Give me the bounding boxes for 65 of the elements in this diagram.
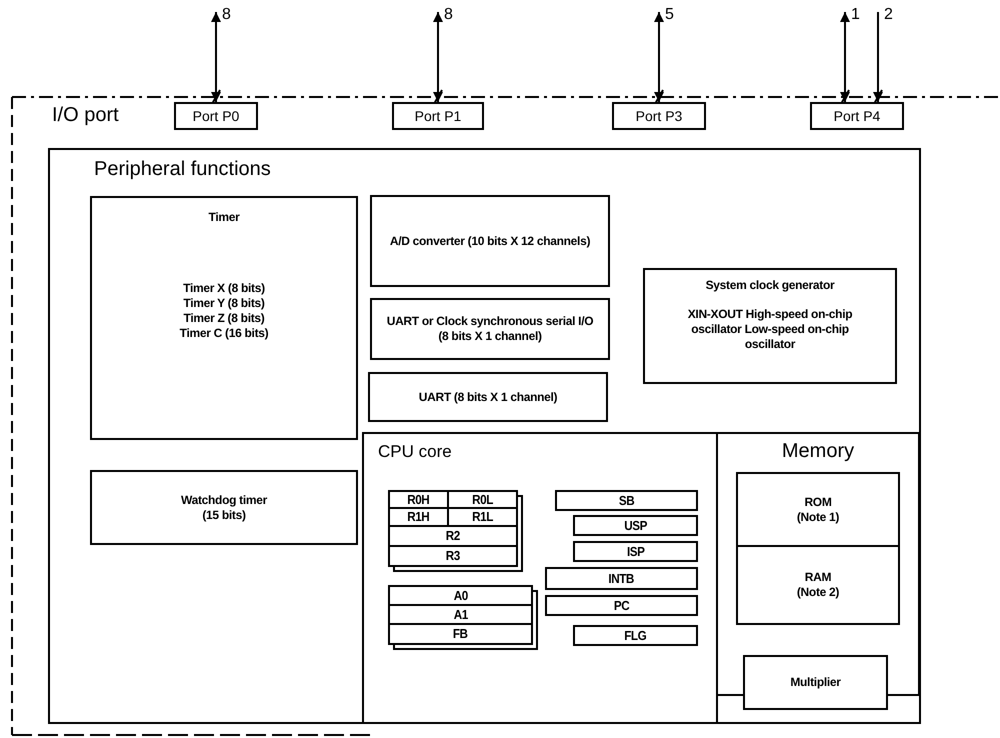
peripheral-panel (48, 148, 921, 724)
panel-title: CPU core (378, 442, 452, 462)
block-text: ROM (Note 1) (796, 494, 840, 524)
register-box (573, 625, 698, 646)
function-block (90, 470, 358, 545)
block-text: UART or Clock synchronous serial I/O (8 bits X 1 channel) (386, 314, 594, 344)
bus-arrow (433, 12, 443, 102)
register-name: R3 (446, 549, 460, 563)
register-name: PC (614, 598, 630, 612)
port-label: Port P0 (192, 108, 240, 124)
register-box (555, 490, 698, 511)
function-block (643, 268, 897, 384)
block-text: Timer X (8 bits) Timer Y (8 bits) Timer Z (8 bits) Timer C (16 bits) (178, 281, 270, 341)
register-name: R1L (472, 510, 493, 524)
port-box (392, 102, 484, 130)
memory-block (736, 472, 900, 547)
register-name: R1H (407, 510, 430, 524)
register-box (388, 604, 533, 625)
register-name: A1 (453, 608, 468, 622)
register-box (545, 567, 698, 590)
multiplier-box (743, 655, 888, 710)
block-text: XIN-XOUT High-speed on-chip oscillator Low-speed on-chip oscillator (686, 307, 854, 352)
register-box (388, 585, 533, 606)
block-text: UART (8 bits X 1 channel) (418, 390, 558, 404)
port-box (810, 102, 904, 130)
port-box (174, 102, 258, 130)
register-name: INTB (608, 572, 634, 586)
register-name: FB (453, 627, 468, 641)
register-name: R2 (446, 529, 460, 543)
block-title: Timer (208, 210, 240, 225)
cpu-core-panel (362, 432, 718, 724)
register-name: SB (618, 494, 634, 508)
panel-title: Memory (780, 440, 856, 463)
register-box (545, 595, 698, 616)
register-name: R0L (472, 492, 493, 506)
function-block (368, 372, 608, 422)
register-box (388, 525, 518, 547)
register-box (388, 545, 518, 567)
block-text: Watchdog timer (15 bits) (180, 492, 268, 522)
bus-arrow (873, 12, 883, 102)
register-name: A0 (453, 588, 468, 602)
port-box (612, 102, 706, 130)
register-box (573, 541, 698, 562)
block-title: System clock generator (706, 278, 834, 293)
bus-arrow (840, 12, 850, 102)
bus-arrow (211, 12, 221, 102)
register-name: USP (624, 518, 647, 532)
panel-title: Peripheral functions (94, 158, 271, 181)
function-block (370, 195, 610, 287)
register-box (573, 515, 698, 536)
block-text: Multiplier (789, 675, 842, 690)
row-label: I/O port (52, 104, 119, 127)
register-name: FLG (624, 628, 647, 642)
port-label: Port P1 (414, 108, 462, 124)
port-label: Port P3 (636, 108, 682, 124)
function-block (370, 298, 610, 360)
bus-arrow (654, 12, 664, 102)
port-label: Port P4 (834, 108, 880, 124)
register-name: ISP (626, 544, 644, 558)
register-name: R0H (407, 492, 430, 506)
memory-block (736, 545, 900, 625)
block-text: A/D converter (10 bits X 12 channels) (388, 234, 592, 248)
block-text: RAM (Note 2) (796, 570, 840, 600)
register-box (388, 623, 533, 645)
function-block (90, 196, 358, 440)
